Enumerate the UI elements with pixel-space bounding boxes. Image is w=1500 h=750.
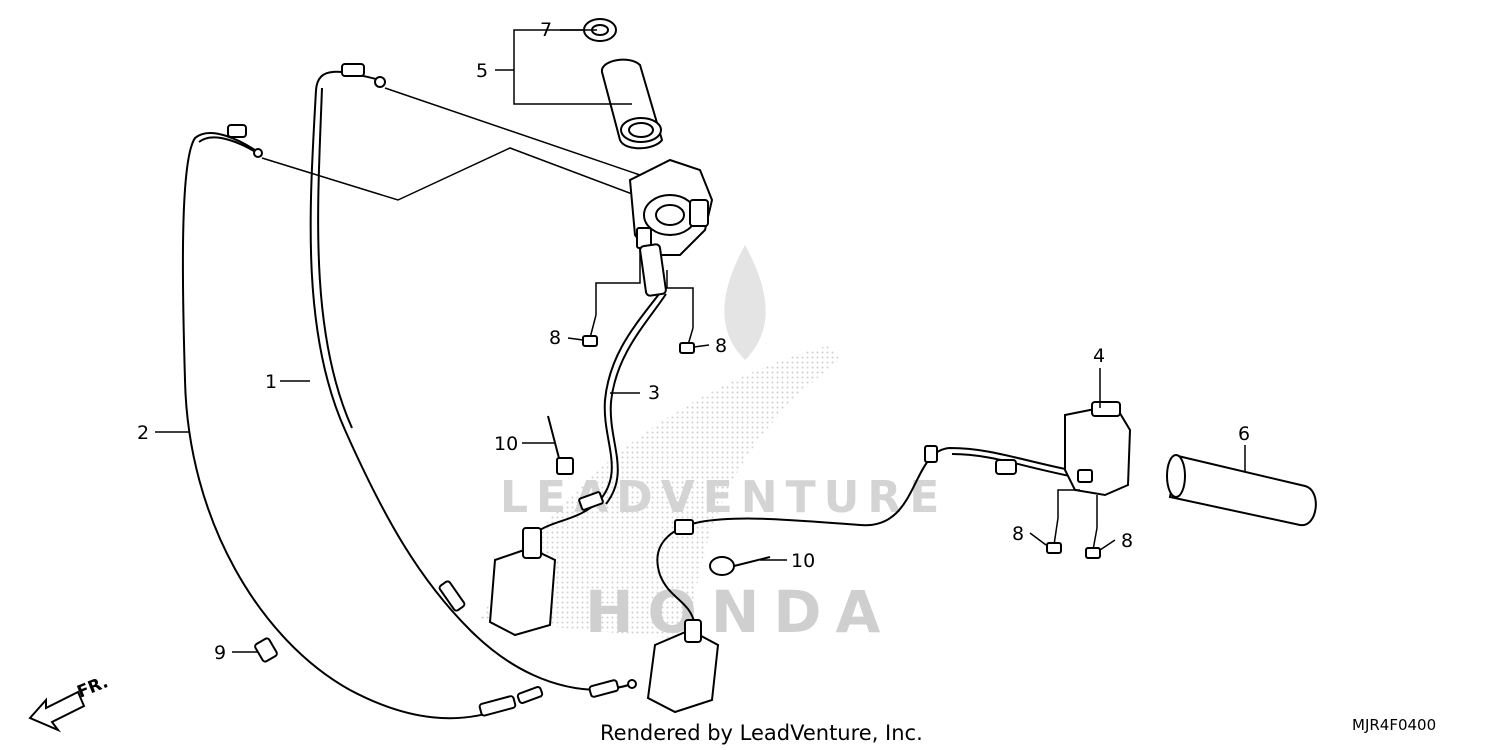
watermark: LEADVENTURE HONDA (480, 245, 947, 646)
callout-3[interactable]: 3 (648, 382, 660, 404)
part-8-screw (1085, 527, 1101, 559)
part-8-screw (1046, 517, 1062, 554)
leader-8d (1099, 539, 1116, 551)
leader-cable2-to-housing (261, 147, 649, 201)
part-8-screw (679, 327, 695, 354)
callout-1[interactable]: 1 (265, 371, 277, 393)
leader-8a (567, 337, 584, 341)
part-3-harness (488, 243, 667, 637)
callout-2[interactable]: 2 (137, 422, 149, 444)
throttle-housing (628, 158, 714, 256)
leader-8b (693, 344, 710, 348)
left-switch-harness (646, 445, 1071, 714)
leader-cable1-to-housing (384, 87, 641, 176)
callout-4[interactable]: 4 (1093, 345, 1105, 367)
callout-6[interactable]: 6 (1238, 423, 1250, 445)
part-2-cable (181, 124, 544, 720)
callout-5[interactable]: 5 (476, 60, 488, 82)
callout-7[interactable]: 7 (540, 19, 552, 41)
part-6-grip (1166, 454, 1317, 527)
bracket-8-upper (595, 248, 641, 315)
front-label: FR. (74, 672, 111, 702)
dealer-watermark-text: LEADVENTURE (500, 472, 947, 523)
bracket-8-lower (1057, 489, 1080, 518)
front-indicator: FR. (28, 672, 111, 733)
callout-9[interactable]: 9 (214, 642, 226, 664)
wing-watermark (480, 345, 840, 640)
part-8-screw (582, 314, 598, 347)
part-10-cable-tie (547, 415, 574, 475)
callout-10b[interactable]: 10 (791, 550, 815, 572)
callout-8d[interactable]: 8 (1121, 530, 1133, 552)
front-arrow-icon (28, 690, 86, 733)
callout-8a[interactable]: 8 (549, 327, 561, 349)
flame-watermark (724, 245, 766, 360)
callout-10a[interactable]: 10 (494, 433, 518, 455)
footer-credit: Rendered by LeadVenture, Inc. (600, 721, 923, 745)
callout-8b[interactable]: 8 (715, 335, 727, 357)
leader-8c (1029, 532, 1047, 546)
diagram-code: MJR4F0400 (1352, 716, 1436, 734)
bracket-5 (513, 29, 632, 105)
part-1-cable (309, 63, 637, 698)
part-9-clip (254, 637, 278, 663)
part-4-switch (1064, 401, 1132, 497)
part-10-cable-tie (709, 556, 771, 576)
brand-watermark-text: HONDA (585, 578, 894, 646)
callout-8c[interactable]: 8 (1012, 523, 1024, 545)
bracket-8-upper-right (666, 270, 694, 328)
